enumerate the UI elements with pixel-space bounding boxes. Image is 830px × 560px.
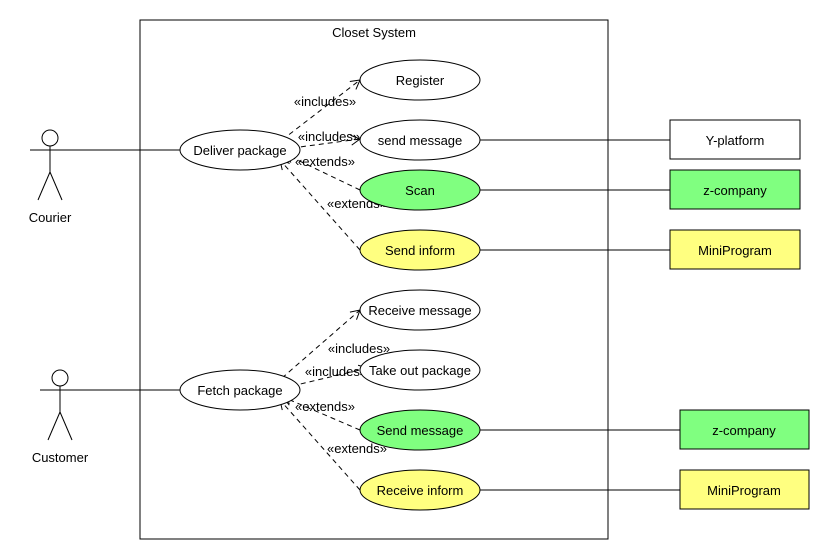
use-case-scan: Scan [359, 169, 481, 211]
includes-label-2: «includes» [298, 129, 360, 144]
customer-label: Customer [32, 450, 89, 465]
use-case-register: Register [359, 59, 481, 101]
extend-scan-arrow [284, 152, 361, 191]
svg-text:Receive message: Receive message [368, 303, 471, 318]
svg-text:Scan: Scan [405, 183, 435, 198]
extend-send-message-arrow [282, 395, 361, 431]
external-miniprogram-1: MiniProgram [669, 229, 801, 270]
use-case-receive-message: Receive message [359, 289, 481, 331]
include-take-out-arrow [291, 364, 370, 387]
svg-text:z-company: z-company [712, 423, 776, 438]
extends-label-3: «extends» [295, 399, 355, 414]
svg-text:Register: Register [396, 73, 445, 88]
extends-label-1: «extends» [295, 154, 355, 169]
svg-text:Send message: Send message [377, 423, 464, 438]
includes-label-1: «includes» [294, 94, 356, 109]
include-register-arrow [281, 79, 361, 141]
svg-text:MiniProgram: MiniProgram [707, 483, 781, 498]
courier-label: Courier [29, 210, 72, 225]
extend-send-inform-arrow [279, 159, 361, 251]
extends-label-4: «extends» [327, 441, 387, 456]
includes-label-4: «includes» [305, 364, 367, 379]
system-title: Closet System [332, 25, 416, 40]
use-case-send-inform: Send inform [359, 229, 481, 271]
system-boundary [139, 19, 609, 540]
svg-text:Y-platform: Y-platform [706, 133, 765, 148]
includes-label-3: «includes» [328, 341, 390, 356]
include-send-message-arrow [291, 134, 362, 149]
extend-receive-inform-arrow [279, 399, 361, 491]
use-case-deliver-package: Deliver package [179, 129, 301, 171]
use-case-send-message: send message [359, 119, 481, 161]
svg-text:MiniProgram: MiniProgram [698, 243, 772, 258]
svg-text:Deliver package: Deliver package [193, 143, 286, 158]
external-y-platform: Y-platform [669, 119, 801, 160]
svg-text:send message: send message [378, 133, 463, 148]
customer-actor: Customer [32, 369, 89, 465]
external-z-company-1: z-company [669, 169, 801, 210]
svg-text:Send inform: Send inform [385, 243, 455, 258]
use-case-take-out-package: Take out package [359, 349, 481, 391]
use-case-fetch-package: Fetch package [179, 369, 301, 411]
external-miniprogram-2: MiniProgram [679, 469, 810, 510]
svg-text:Receive inform: Receive inform [377, 483, 464, 498]
use-case-send-message-2: Send message [359, 409, 481, 451]
courier-actor: Courier [29, 129, 72, 225]
svg-text:Fetch package: Fetch package [197, 383, 282, 398]
use-case-receive-inform: Receive inform [359, 469, 481, 511]
svg-text:Take out package: Take out package [369, 363, 471, 378]
svg-text:z-company: z-company [703, 183, 767, 198]
external-z-company-2: z-company [679, 409, 810, 450]
